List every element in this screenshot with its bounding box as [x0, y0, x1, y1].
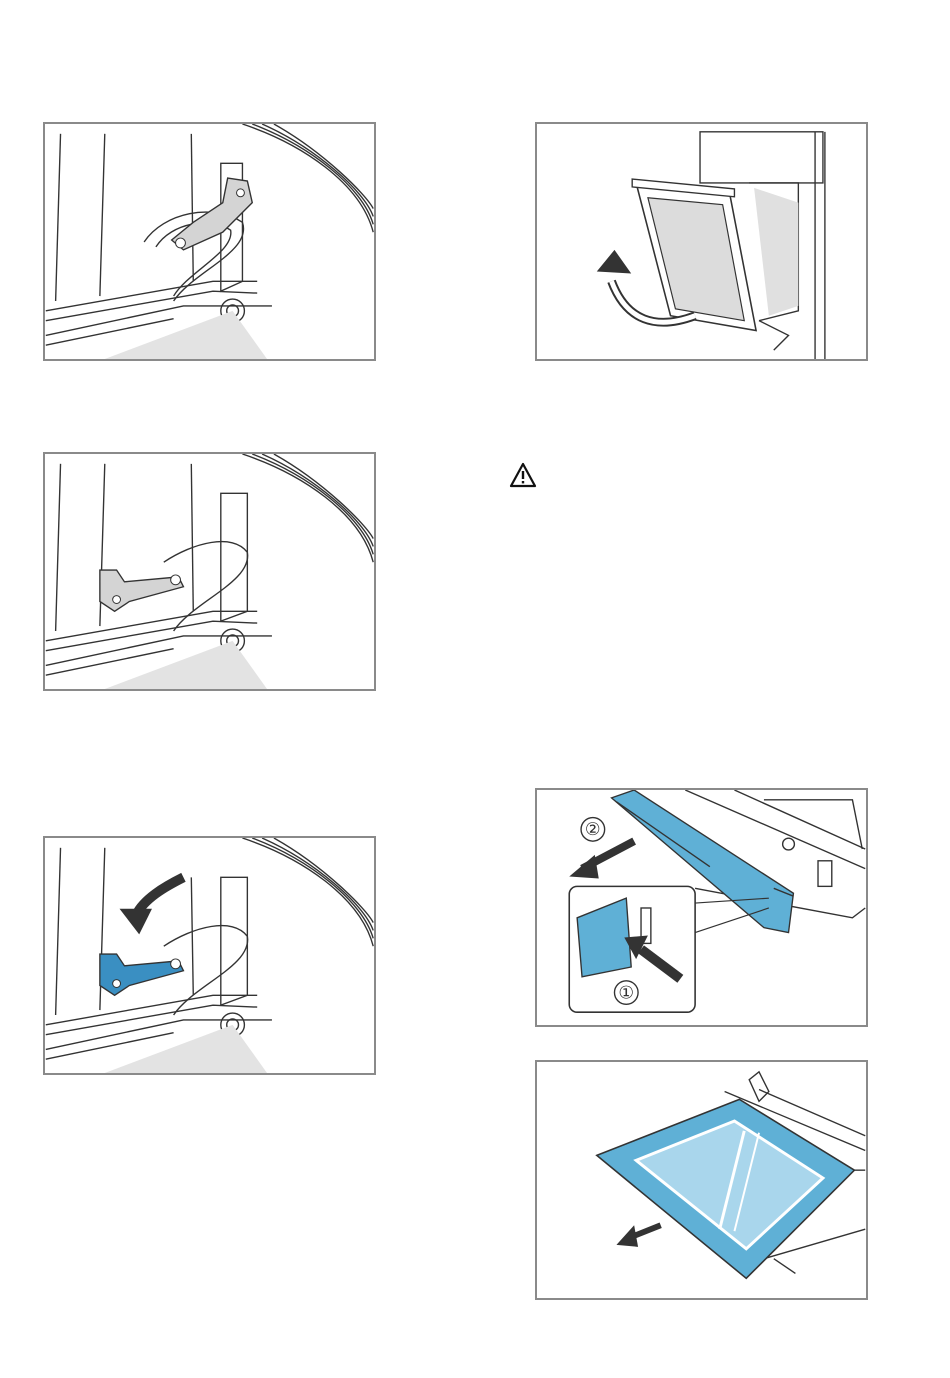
figure-door-cover-removal: ② ① — [535, 788, 868, 1027]
hinge-closed-illustration — [45, 124, 374, 359]
hinge-open-illustration — [45, 454, 374, 689]
glass-pane-removal-illustration — [537, 1062, 866, 1298]
figure-hinge-open — [43, 452, 376, 691]
hinge-lever-fold-illustration — [45, 838, 374, 1073]
step-label-1: ① — [618, 982, 634, 1002]
figure-glass-pane-removal — [535, 1060, 868, 1300]
step-label-2: ② — [585, 819, 601, 839]
figure-hinge-closed — [43, 122, 376, 361]
door-cover-removal-illustration: ② ① — [537, 790, 866, 1025]
warning-triangle-icon — [509, 462, 537, 488]
figure-hinge-lever-fold — [43, 836, 376, 1075]
door-lift-out-illustration — [537, 124, 866, 359]
figure-door-lift-out — [535, 122, 868, 361]
